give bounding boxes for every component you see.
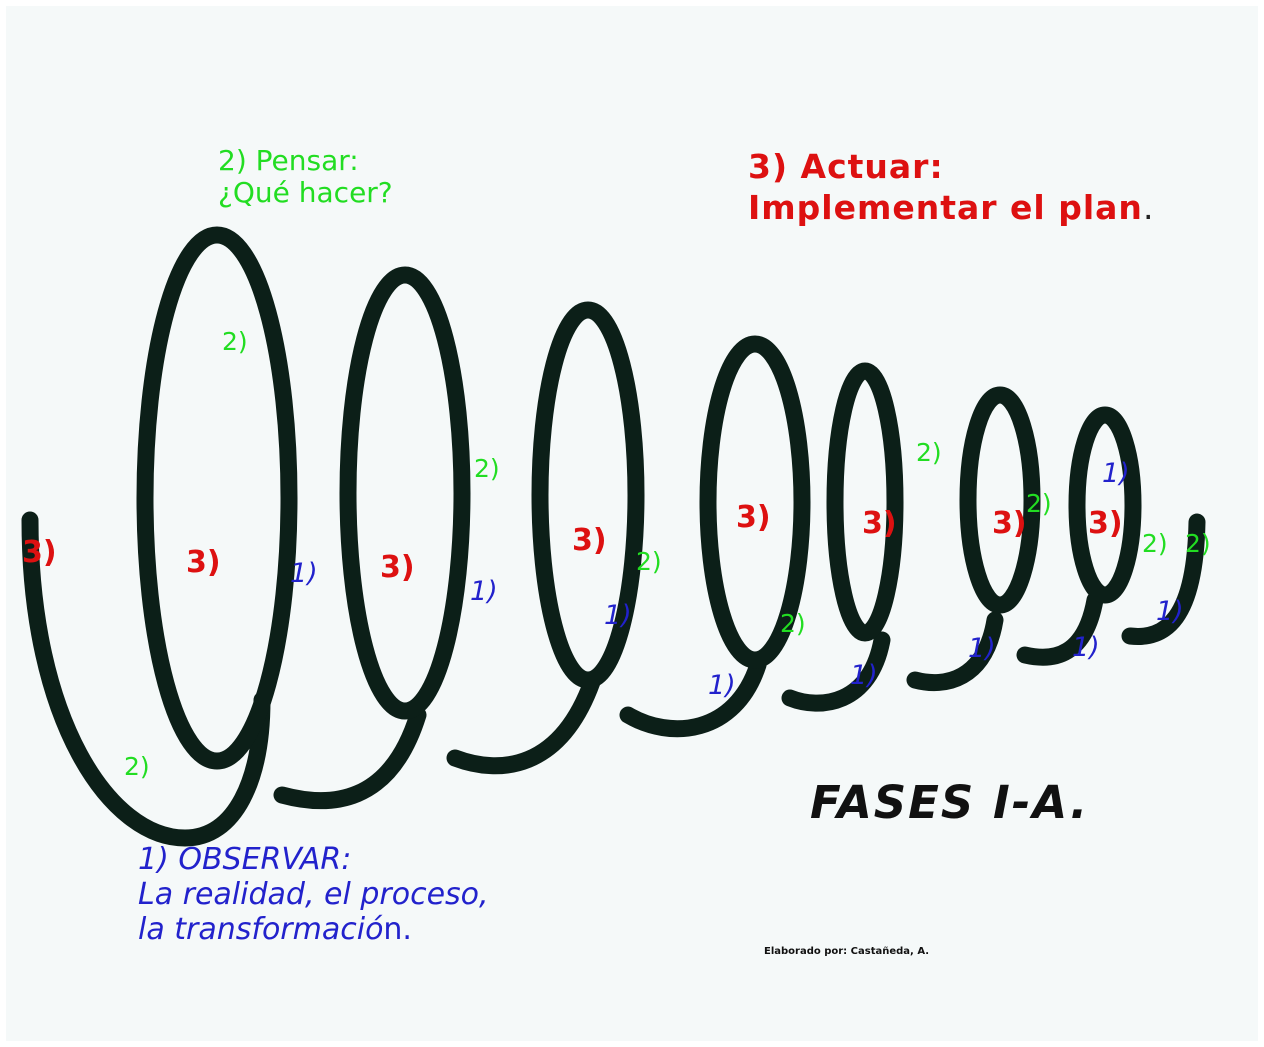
marker-act-6: 3): [862, 506, 897, 541]
marker-think-6: 2): [1142, 529, 1168, 558]
spring-loop-4: [699, 335, 811, 669]
marker-think-7: 2): [1185, 529, 1211, 558]
spring-link-6: [906, 611, 1004, 691]
marker-observe-3: 1): [604, 600, 632, 631]
observe-heading: 1) OBSERVAR:: [138, 842, 352, 877]
think-heading: 2) Pensar:: [218, 144, 359, 177]
spring-link-7: [1016, 591, 1104, 666]
marker-act-5: 3): [736, 500, 771, 535]
marker-observe-8: 1): [1102, 458, 1130, 489]
marker-think-3: 2): [636, 547, 662, 576]
act-heading: 3) Actuar:: [748, 147, 944, 186]
marker-think-1: 2): [222, 327, 248, 356]
act-phase-label: 3) Actuar: Implementar el plan.: [748, 146, 1154, 228]
marker-act-1: 3): [22, 535, 57, 570]
spring-loop-5: [826, 362, 904, 642]
marker-act-7: 3): [992, 506, 1027, 541]
marker-observe-1: 1): [290, 558, 318, 589]
spring-loop-2: [339, 266, 471, 720]
diagram-title: FASES I-A.: [810, 776, 1090, 829]
spring-loop-3: [531, 301, 645, 689]
observe-phase-label: 1) OBSERVAR: La realidad, el proceso, la…: [138, 842, 489, 947]
marker-think-2: 2): [474, 454, 500, 483]
marker-think-9: 2): [124, 752, 150, 781]
spring-coil-1: [21, 511, 271, 847]
marker-act-3: 3): [380, 550, 415, 585]
act-subheading: Implementar el plan: [748, 188, 1143, 227]
spring-loop-6: [959, 386, 1041, 614]
observe-line-3-tail: n.: [383, 912, 412, 947]
think-phase-label: 2) Pensar: ¿Qué hacer?: [218, 145, 393, 209]
spring-link-2: [273, 706, 427, 810]
spring-tail: [1121, 513, 1206, 645]
marker-observe-7: 1): [1072, 632, 1100, 663]
observe-line-2: La realidad, el proceso,: [138, 877, 489, 912]
marker-think-4: 2): [916, 438, 942, 467]
marker-act-8: 3): [1088, 506, 1123, 541]
marker-observe-4: 1): [708, 670, 736, 701]
marker-act-2: 3): [186, 545, 221, 580]
spring-loop-7: [1068, 406, 1142, 604]
spring-loop-1: [136, 226, 298, 770]
author-credit: Elaborado por: Castañeda, A.: [764, 946, 930, 957]
marker-think-5: 2): [1026, 489, 1052, 518]
marker-observe-6: 1): [968, 633, 996, 664]
marker-observe-2: 1): [470, 576, 498, 607]
marker-observe-9: 1): [1156, 596, 1184, 627]
spring-link-3: [446, 673, 601, 775]
marker-observe-5: 1): [850, 660, 878, 691]
marker-think-8: 2): [780, 609, 806, 638]
think-subheading: ¿Qué hacer?: [218, 176, 393, 209]
spring-link-5: [781, 631, 891, 712]
act-subheading-tail: .: [1142, 188, 1155, 227]
observe-line-3: la transformació: [138, 912, 384, 947]
marker-act-4: 3): [572, 523, 607, 558]
spring-link-4: [619, 656, 767, 738]
